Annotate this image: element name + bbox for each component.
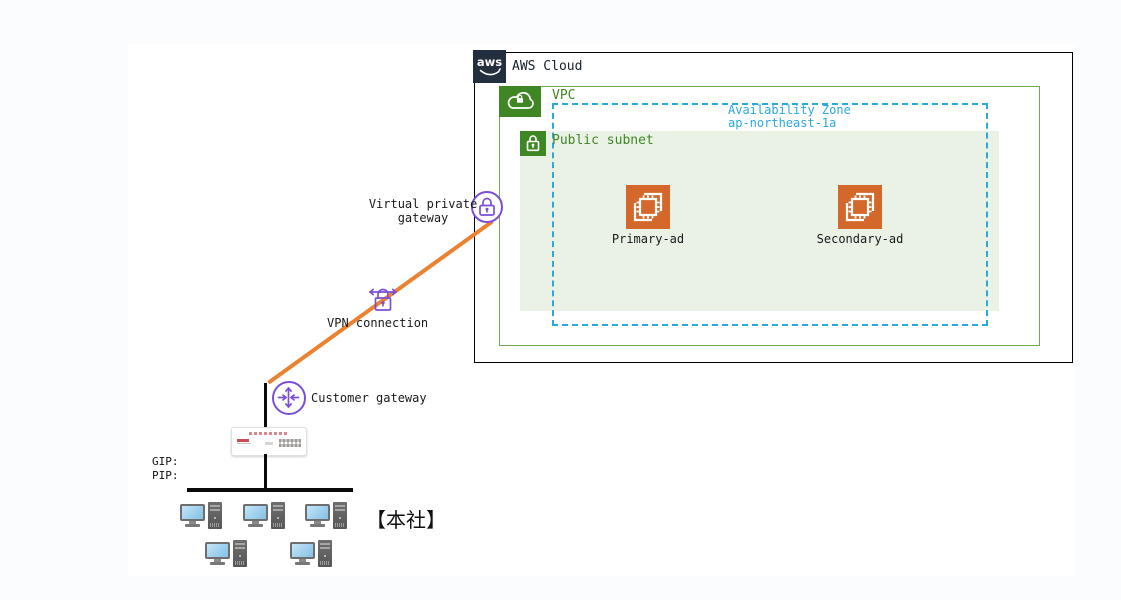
ec2-instances-icon	[626, 185, 670, 229]
client-computer	[205, 540, 247, 568]
fortigate-brand-marks	[249, 432, 289, 435]
vpc-icon	[499, 86, 541, 117]
instance-label-secondary: Secondary-ad	[816, 232, 904, 246]
public-subnet-label: Public subnet	[552, 133, 654, 148]
pc-tower-icon	[208, 502, 222, 529]
monitor-base	[185, 524, 200, 527]
monitor-base	[295, 562, 310, 565]
pip-label: PIP:	[152, 469, 179, 482]
availability-zone-name: ap-northeast-1a	[728, 116, 837, 130]
vpg-label-line1: Virtual private	[368, 197, 478, 211]
pc-tower-icon	[318, 540, 332, 567]
monitor-icon	[180, 504, 205, 521]
client-computer	[290, 540, 332, 568]
fortigate-appliance	[231, 427, 307, 456]
cgw-connector-line	[264, 383, 267, 428]
ec2-instance-primary: Primary-ad	[612, 185, 684, 246]
ec2-instances-icon	[838, 185, 882, 229]
aws-logo-icon: aws	[477, 55, 502, 76]
aws-logo-text: aws	[477, 55, 502, 69]
pc-tower-led	[239, 555, 241, 557]
monitor-icon	[305, 504, 330, 521]
aws-cloud-icon: aws	[473, 50, 506, 83]
aws-cloud-label: AWS Cloud	[512, 59, 583, 74]
gip-label: GIP:	[152, 455, 179, 468]
monitor-screen	[182, 506, 203, 519]
ec2-instance-secondary: Secondary-ad	[817, 185, 903, 246]
monitor-icon	[205, 542, 230, 559]
fortigate-ports	[279, 439, 301, 447]
client-computer	[243, 502, 285, 530]
vpn-connection-label: VPN connection	[327, 316, 429, 330]
availability-zone-title: Availability Zone	[728, 103, 851, 117]
pc-tower-led	[324, 555, 326, 557]
monitor-screen	[292, 544, 313, 557]
availability-zone-label: Availability Zone ap-northeast-1a	[728, 104, 851, 130]
lan-bus-bar	[187, 488, 353, 492]
customer-gateway-label: Customer gateway	[311, 391, 427, 405]
lan-drop-line	[264, 454, 267, 489]
monitor-stand	[299, 559, 306, 562]
vpg-label-line2: gateway	[397, 211, 449, 225]
pc-tower-icon	[333, 502, 347, 529]
client-computer	[305, 502, 347, 530]
vpc-label: VPC	[552, 88, 576, 103]
virtual-private-gateway-icon	[471, 191, 503, 223]
monitor-screen	[245, 506, 266, 519]
pc-tower-led	[339, 517, 341, 519]
monitor-icon	[290, 542, 315, 559]
monitor-stand	[314, 521, 321, 524]
client-computer	[180, 502, 222, 530]
monitor-stand	[214, 559, 221, 562]
monitor-base	[310, 524, 325, 527]
instance-label-primary: Primary-ad	[611, 232, 685, 246]
fortigate-display	[265, 442, 273, 445]
monitor-stand	[252, 521, 259, 524]
pc-tower-led	[277, 517, 279, 519]
vpn-connection-icon	[363, 279, 403, 321]
pc-tower-led	[214, 517, 216, 519]
public-subnet-area	[520, 131, 999, 311]
availability-zone-border	[552, 103, 988, 326]
ip-labels: GIP: PIP:	[152, 455, 179, 483]
monitor-icon	[243, 504, 268, 521]
monitor-stand	[189, 521, 196, 524]
monitor-base	[210, 562, 225, 565]
fortigate-logo-mark	[237, 439, 249, 442]
monitor-base	[248, 524, 263, 527]
customer-gateway-icon	[272, 381, 306, 415]
fortigate-detail-line	[237, 443, 251, 444]
site-name-label: 【本社】	[366, 508, 446, 532]
public-subnet-icon	[520, 131, 546, 156]
monitor-screen	[307, 506, 328, 519]
pc-tower-icon	[271, 502, 285, 529]
virtual-private-gateway-label: Virtual private gateway	[361, 197, 485, 225]
monitor-screen	[207, 544, 228, 557]
pc-tower-icon	[233, 540, 247, 567]
